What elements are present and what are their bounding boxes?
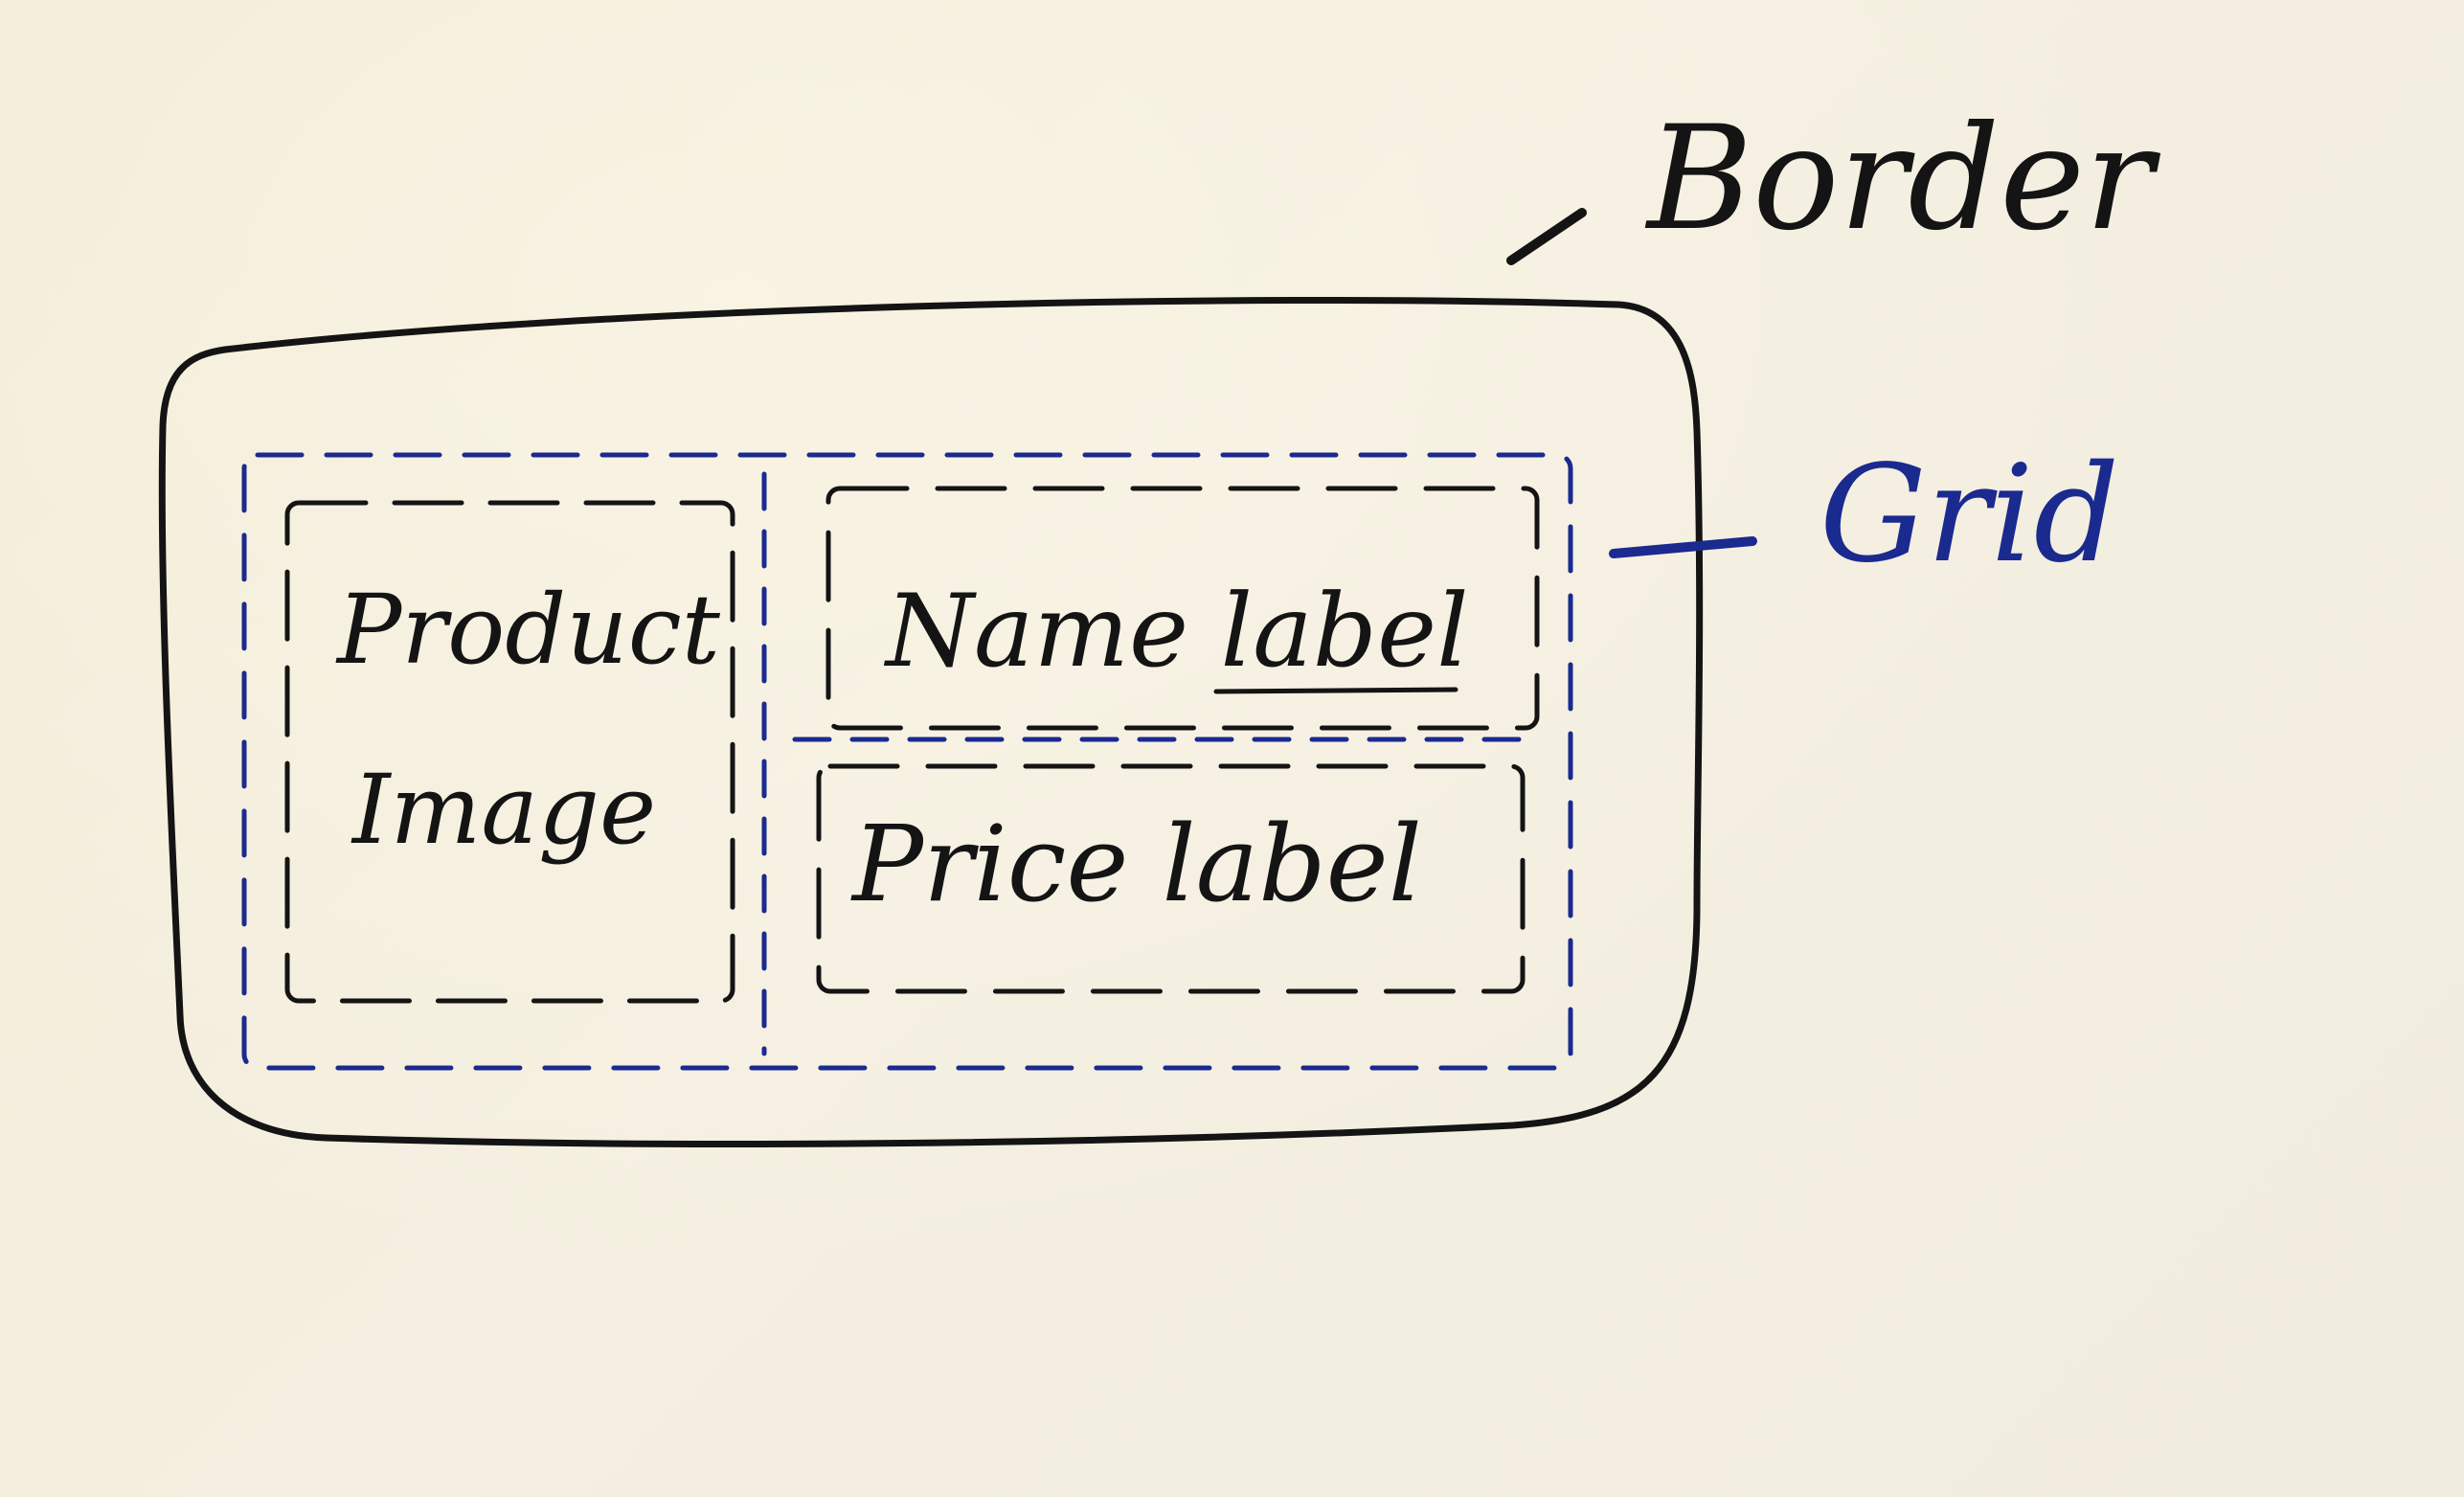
product-image-label-line1: Product (335, 574, 721, 686)
product-image-cell (284, 500, 735, 1004)
product-image-label-line2: Image (350, 754, 656, 866)
name-label-cell (825, 486, 1540, 731)
card-border (158, 296, 1704, 1147)
price-label-text: Price label (850, 803, 1422, 925)
name-label-underline (1213, 687, 1458, 694)
grid-pointer (1609, 536, 1757, 558)
name-label-text: Name label (883, 573, 1469, 690)
grid-outline (241, 452, 1573, 1071)
border-annotation: Border (1644, 96, 2161, 262)
price-label-cell (816, 763, 1526, 994)
grid-annotation: Grid (1820, 437, 2119, 593)
border-pointer (1506, 208, 1587, 265)
